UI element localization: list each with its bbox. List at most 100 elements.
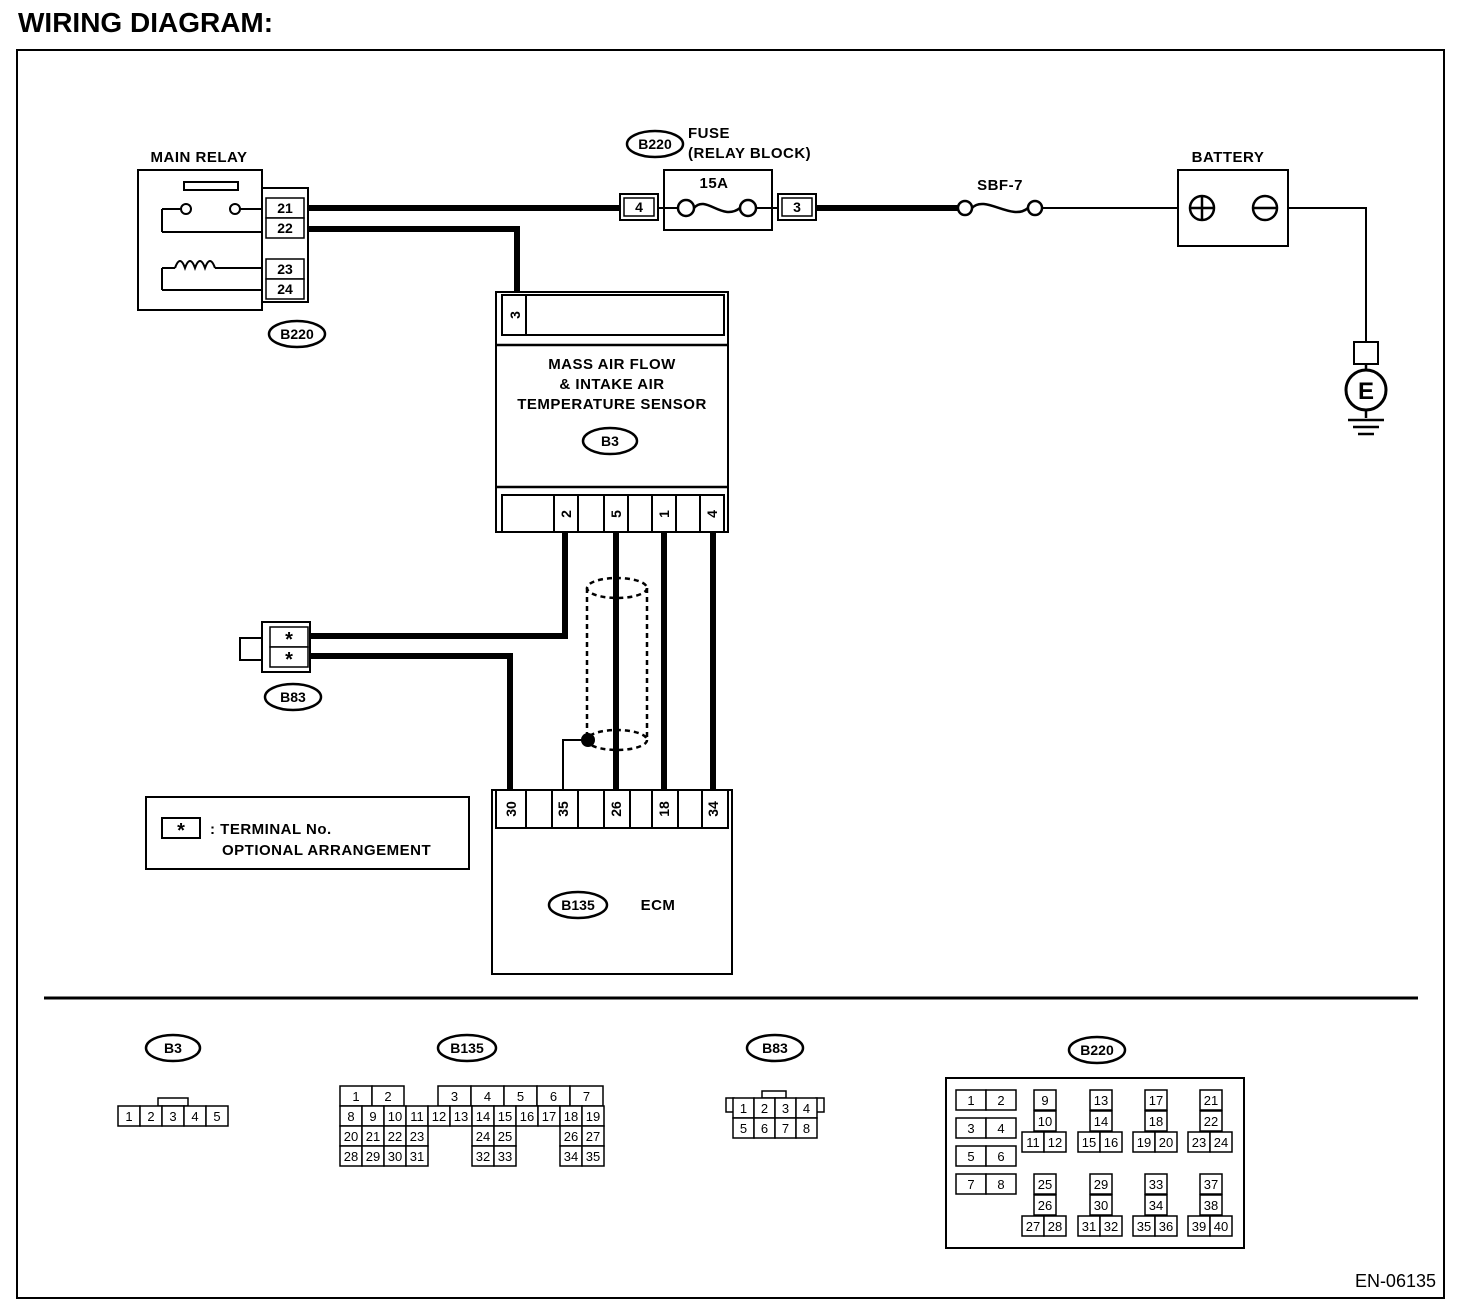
b220-cell bbox=[1099, 1215, 1123, 1237]
b135-pin-label: 10 bbox=[388, 1109, 402, 1124]
battery: BATTERY bbox=[1177, 149, 1289, 247]
b135-pin-label: 5 bbox=[517, 1089, 524, 1104]
b220-pin-label: 19 bbox=[1137, 1135, 1151, 1150]
b135-pin-label: 26 bbox=[564, 1129, 578, 1144]
b220-pin-label: 27 bbox=[1026, 1219, 1040, 1234]
b220-pin-label: 16 bbox=[1104, 1135, 1118, 1150]
ecm-pin-35: 35 bbox=[555, 801, 571, 817]
main-relay-connector-tag bbox=[267, 319, 327, 349]
b220-cell bbox=[1033, 1194, 1057, 1216]
maf-connector-tag bbox=[581, 426, 639, 456]
b220-pin-label: 2 bbox=[997, 1093, 1004, 1108]
b83-pin-lower: * bbox=[285, 649, 293, 671]
b83-cell bbox=[795, 1117, 818, 1139]
b220-cell bbox=[985, 1117, 1017, 1139]
ecm-connector-tag bbox=[547, 890, 609, 920]
b220-cell bbox=[1089, 1173, 1113, 1195]
b220-cell bbox=[1154, 1215, 1178, 1237]
b220-cell bbox=[1043, 1131, 1067, 1153]
svg-text:4: 4 bbox=[191, 1109, 198, 1124]
b220-pin-label: 39 bbox=[1192, 1219, 1206, 1234]
fuse-relay-block-label: (RELAY BLOCK) bbox=[688, 145, 811, 162]
b135-pin-label: 25 bbox=[498, 1129, 512, 1144]
b135-pin-label: 11 bbox=[410, 1109, 424, 1124]
b220-pin-label: 22 bbox=[1204, 1114, 1218, 1129]
b220-pin-label: 21 bbox=[1204, 1093, 1218, 1108]
b135-pin-label: 12 bbox=[432, 1109, 446, 1124]
wires bbox=[306, 205, 1367, 790]
b83-pin-label: 3 bbox=[782, 1101, 789, 1116]
maf-label-line2: & INTAKE AIR bbox=[559, 376, 664, 393]
ecm-pin-18: 18 bbox=[656, 801, 672, 817]
b220-pin-label: 18 bbox=[1149, 1114, 1163, 1129]
b135-pin-label: 28 bbox=[344, 1149, 358, 1164]
b135-pin-label: 33 bbox=[498, 1149, 512, 1164]
b135-cell bbox=[493, 1145, 517, 1167]
battery-label: BATTERY bbox=[1192, 149, 1265, 166]
relay-pin-21: 21 bbox=[277, 200, 293, 216]
b220-pin-label: 30 bbox=[1094, 1198, 1108, 1213]
b220-pin-label: 29 bbox=[1094, 1177, 1108, 1192]
wire-maf2-b83-upper bbox=[310, 532, 568, 639]
b135-pin-label: 3 bbox=[451, 1089, 458, 1104]
wire-b83-lower-ecm30 bbox=[310, 653, 513, 790]
b83-connector: * * B83 bbox=[239, 621, 323, 712]
b220-pin-label: 38 bbox=[1204, 1198, 1218, 1213]
maf-pin-5: 5 bbox=[608, 510, 624, 518]
sbf-label: SBF-7 bbox=[977, 177, 1023, 194]
b135-pin-label: 17 bbox=[542, 1109, 556, 1124]
b220-pin-label: 20 bbox=[1159, 1135, 1173, 1150]
b220-pin-label: 15 bbox=[1082, 1135, 1096, 1150]
b220-cell bbox=[1144, 1110, 1168, 1132]
b83-pin-label: 6 bbox=[761, 1121, 768, 1136]
b220-pin-label: 23 bbox=[1192, 1135, 1206, 1150]
svg-text:B83: B83 bbox=[280, 689, 306, 705]
svg-text:3: 3 bbox=[169, 1109, 176, 1124]
fuse-connector-tag bbox=[625, 129, 685, 159]
b220-pin-label: 25 bbox=[1038, 1177, 1052, 1192]
b220-pin-label: 32 bbox=[1104, 1219, 1118, 1234]
ecm-pin-30: 30 bbox=[503, 801, 519, 817]
b220-pin-label: 33 bbox=[1149, 1177, 1163, 1192]
b83-pin-label: 8 bbox=[803, 1121, 810, 1136]
relay-pin-22: 22 bbox=[277, 220, 293, 236]
b135-pin-label: 9 bbox=[369, 1109, 376, 1124]
ecm-pin-34: 34 bbox=[705, 801, 721, 817]
main-relay-label: MAIN RELAY bbox=[151, 149, 248, 166]
shield bbox=[581, 576, 649, 752]
relay-pin-24: 24 bbox=[277, 281, 293, 297]
b220-pin-label: 6 bbox=[997, 1149, 1004, 1164]
b220-pin-label: 35 bbox=[1137, 1219, 1151, 1234]
b135-cell bbox=[405, 1145, 429, 1167]
ecm-pin-26: 26 bbox=[608, 801, 624, 817]
main-relay: MAIN RELAY 21 22 23 24 B220 bbox=[137, 149, 327, 349]
wire-shield-ecm35 bbox=[562, 739, 588, 790]
maf-pin-1: 1 bbox=[656, 510, 672, 518]
b220-cell bbox=[1033, 1110, 1057, 1132]
maf-pin-2: 2 bbox=[558, 510, 574, 518]
b220-cell bbox=[1144, 1194, 1168, 1216]
b135-pin-label: 20 bbox=[344, 1129, 358, 1144]
main-relay-body bbox=[137, 169, 263, 311]
svg-text:5: 5 bbox=[213, 1109, 220, 1124]
b220-cell bbox=[1199, 1194, 1223, 1216]
b220-pin-label: 40 bbox=[1214, 1219, 1228, 1234]
relay-switch-bar bbox=[183, 181, 239, 191]
fuse-element bbox=[693, 202, 741, 214]
b135-pin-label: 27 bbox=[586, 1129, 600, 1144]
b135-pin-label: 30 bbox=[388, 1149, 402, 1164]
b220-pin-label: 17 bbox=[1149, 1093, 1163, 1108]
maf-label-line1: MASS AIR FLOW bbox=[548, 356, 676, 373]
b135-pin-label: 19 bbox=[586, 1109, 600, 1124]
relay-coil bbox=[174, 260, 216, 271]
b3-face-tag: B3 bbox=[164, 1040, 182, 1056]
b135-pin-label: 34 bbox=[564, 1149, 578, 1164]
b83-pin-label: 4 bbox=[803, 1101, 810, 1116]
b220-cell bbox=[985, 1145, 1017, 1167]
b220-pin-label: 3 bbox=[967, 1121, 974, 1136]
b220-cell bbox=[1209, 1131, 1233, 1153]
b220-pin-label: 11 bbox=[1026, 1135, 1040, 1150]
